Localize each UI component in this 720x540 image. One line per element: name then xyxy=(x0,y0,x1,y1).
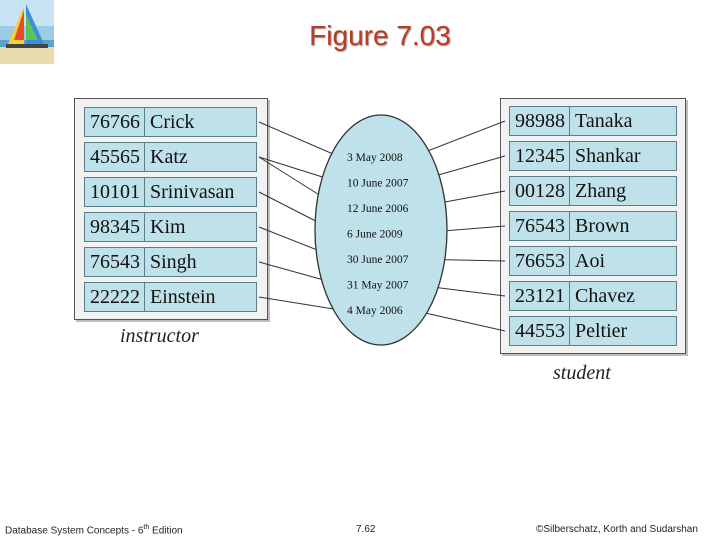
student-caption: student xyxy=(553,362,611,384)
instructor-name-cell: Kim xyxy=(150,215,186,238)
instructor-name-cell: Crick xyxy=(150,110,195,133)
relationship-date-label: 6 June 2009 xyxy=(347,229,403,241)
footer-copyright: ©Silberschatz, Korth and Sudarshan xyxy=(536,524,698,535)
student-name-cell: Peltier xyxy=(575,319,628,342)
relationship-date-label: 4 May 2006 xyxy=(347,305,403,317)
student-id-cell: 44553 xyxy=(510,317,570,345)
footer-edition-sup: th xyxy=(143,524,150,531)
instructor-id-cell: 76543 xyxy=(85,248,145,276)
student-id-cell: 12345 xyxy=(510,142,570,170)
figure-title: Figure 7.03 xyxy=(309,20,451,51)
instructor-name-cell: Einstein xyxy=(150,285,216,308)
student-id-cell: 98988 xyxy=(510,107,570,135)
relationship-date-label: 31 May 2007 xyxy=(347,280,409,292)
instructor-name-cell: Srinivasan xyxy=(150,180,235,203)
instructor-link-line xyxy=(258,121,341,158)
student-id-cell: 76653 xyxy=(510,247,570,275)
student-link-line xyxy=(411,309,506,332)
student-id-cell: 23121 xyxy=(510,282,570,310)
student-name-cell: Tanaka xyxy=(575,109,633,132)
student-name-cell: Chavez xyxy=(575,284,635,307)
relationship-date-label: 3 May 2008 xyxy=(347,152,403,164)
instructor-id-cell: 98345 xyxy=(85,213,145,241)
footer-edition-text: Database System Concepts - 6 xyxy=(5,525,144,537)
footer-left: Database System Concepts - 6th Edition xyxy=(5,524,183,536)
relationship-date-label: 12 June 2006 xyxy=(347,203,409,215)
instructor-id-cell: 22222 xyxy=(85,283,145,311)
student-id-cell: 76543 xyxy=(510,212,570,240)
instructor-id-cell: 76766 xyxy=(85,108,145,136)
instructor-caption: instructor xyxy=(120,325,199,347)
instructor-id-cell: 10101 xyxy=(85,178,145,206)
relationship-date-label: 10 June 2007 xyxy=(347,178,409,190)
footer-edition-end: Edition xyxy=(149,525,183,537)
student-id-cell: 00128 xyxy=(510,177,570,205)
sailboat-logo xyxy=(0,0,54,64)
relationship-date-label: 30 June 2007 xyxy=(347,254,409,266)
instructor-name-cell: Singh xyxy=(150,250,197,273)
relationship-ellipse xyxy=(314,114,448,346)
footer-page-number: 7.62 xyxy=(356,524,376,535)
instructor-name-cell: Katz xyxy=(150,145,188,168)
student-name-cell: Zhang xyxy=(575,179,627,202)
instructor-id-cell: 45565 xyxy=(85,143,145,171)
instructor-link-line xyxy=(258,296,341,311)
student-name-cell: Brown xyxy=(575,214,630,237)
student-name-cell: Aoi xyxy=(575,249,605,272)
student-name-cell: Shankar xyxy=(575,144,641,167)
